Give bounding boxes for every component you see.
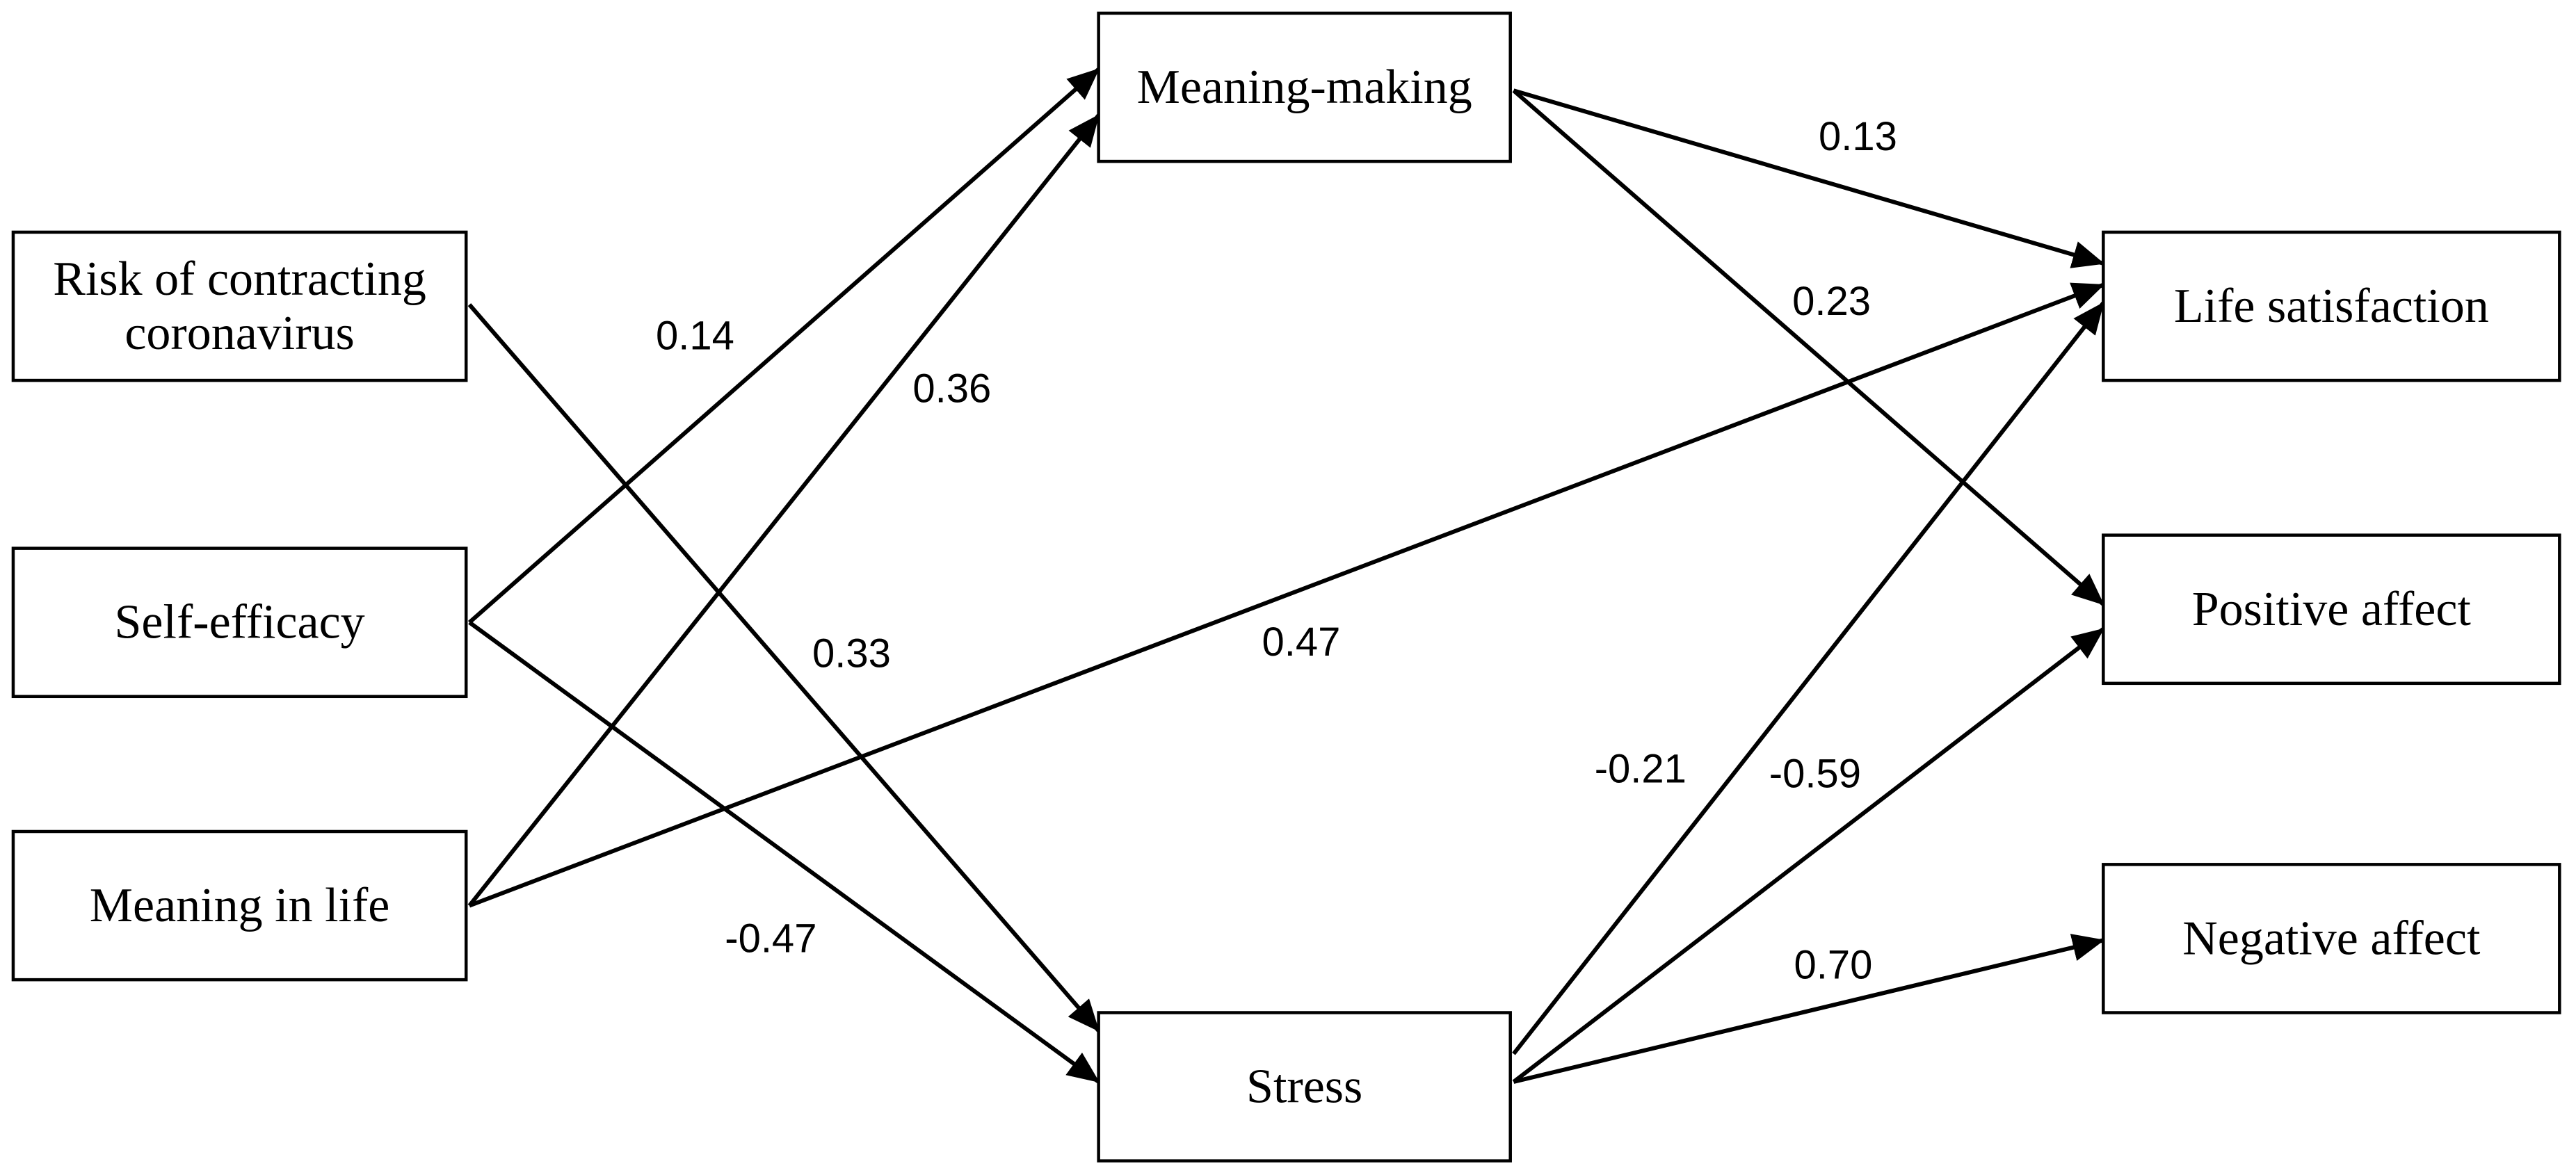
node-meaning-making: Meaning-making — [1097, 11, 1512, 163]
coefficients: 0.14 0.36 0.33 -0.47 0.47 0.13 0.23 -0.21 -0.59 0… — [656, 114, 1897, 987]
node-box-stress — [1097, 1011, 1512, 1162]
node-life-satisfaction: Life satisfaction — [2102, 230, 2561, 382]
coefficient-meaning-making-to-positive-affect: 0.23 — [1792, 279, 1871, 324]
node-label-risk-line-2: coronavirus — [124, 307, 354, 360]
coefficient-self-efficacy-to-stress: -0.47 — [725, 916, 816, 961]
edges — [467, 67, 2105, 1084]
node-label-stress: Stress — [1246, 1060, 1362, 1114]
node-box-risk — [11, 230, 468, 382]
node-label-meaning-in-life: Meaning in life — [90, 879, 390, 932]
coefficient-stress-to-life-satisfaction: -0.21 — [1595, 746, 1687, 791]
coefficient-self-efficacy-to-meaning-making: 0.14 — [656, 314, 734, 359]
coefficient-stress-to-positive-affect: -0.59 — [1769, 752, 1861, 797]
node-self-efficacy: Self-efficacy — [11, 546, 468, 699]
arrow-self-efficacy-to-stress — [468, 620, 1100, 1084]
node-stress: Stress — [1097, 1011, 1512, 1162]
node-box-meaning-making — [1097, 11, 1512, 163]
coefficient-meaning-making-to-life-satisfaction: 0.13 — [1819, 114, 1897, 159]
arrow-stress-to-negative-affect — [1513, 934, 2105, 1084]
arrow-stress-to-positive-affect — [1512, 627, 2105, 1084]
node-box-meaning-in-life — [11, 829, 468, 982]
node-negative-affect: Negative affect — [2102, 863, 2561, 1014]
arrow-stress-to-life-satisfaction — [1512, 301, 2105, 1055]
coefficient-meaning-in-life-to-life-satisfaction: 0.47 — [1262, 619, 1341, 665]
coefficient-risk-to-stress: 0.33 — [812, 631, 891, 676]
arrow-meaning-in-life-to-meaning-making — [467, 113, 1100, 907]
nodes: Risk of contractingcoronavirusSelf-effic… — [11, 11, 2561, 1162]
node-label-positive-affect: Positive affect — [2192, 583, 2472, 636]
node-meaning-in-life: Meaning in life — [11, 829, 468, 982]
coefficient-stress-to-negative-affect: 0.70 — [1794, 942, 1872, 987]
node-box-negative-affect — [2102, 863, 2561, 1014]
arrow-risk-to-stress — [467, 303, 1100, 1032]
node-label-life-satisfaction: Life satisfaction — [2174, 279, 2489, 333]
node-label-meaning-making: Meaning-making — [1137, 60, 1472, 114]
arrow-meaning-making-to-life-satisfaction — [1513, 88, 2105, 268]
node-box-positive-affect — [2102, 533, 2561, 686]
arrow-meaning-making-to-positive-affect — [1512, 88, 2105, 606]
node-label-negative-affect: Negative affect — [2182, 911, 2481, 965]
arrow-meaning-in-life-to-life-satisfaction — [468, 282, 2105, 908]
coefficient-meaning-in-life-to-meaning-making: 0.36 — [912, 366, 991, 411]
node-box-life-satisfaction — [2102, 230, 2561, 382]
node-box-self-efficacy — [11, 546, 468, 699]
arrow-self-efficacy-to-meaning-making — [467, 67, 1100, 624]
node-label-risk-line-1: Risk of contracting — [53, 252, 426, 306]
node-positive-affect: Positive affect — [2102, 533, 2561, 686]
node-label-self-efficacy: Self-efficacy — [115, 596, 365, 649]
